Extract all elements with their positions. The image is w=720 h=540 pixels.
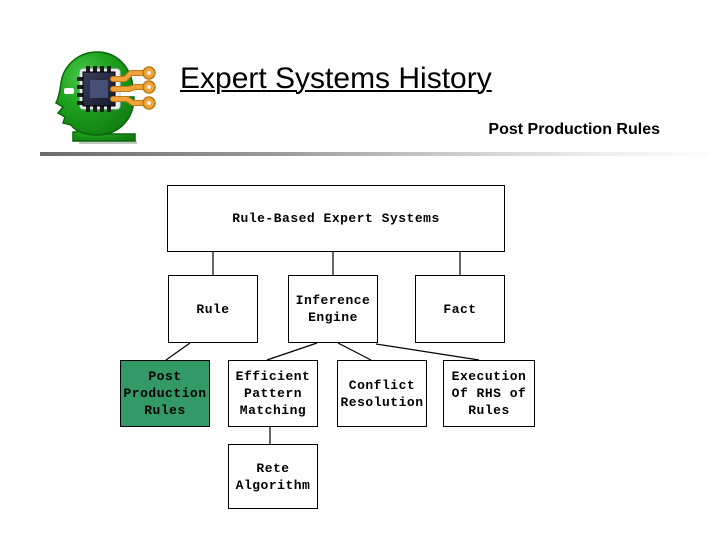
connector <box>375 343 480 361</box>
node-label: Rule-Based Expert Systems <box>232 211 440 226</box>
node-rule: Rule <box>168 275 258 343</box>
node-label: Fact <box>443 301 477 317</box>
node-execution-of-rhs-of-rules: Execution Of RHS of Rules <box>443 360 535 427</box>
circuit-head-icon <box>55 51 156 144</box>
node-post-production-rules: Post Production Rules <box>120 360 210 427</box>
header-divider <box>40 152 708 156</box>
node-label: Efficient Pattern Matching <box>235 369 311 418</box>
node-label: Conflict Resolution <box>340 377 424 410</box>
connector <box>165 342 191 361</box>
slide-title: Expert Systems History <box>180 62 492 95</box>
node-conflict-resolution: Conflict Resolution <box>337 360 427 427</box>
node-rule-based-expert-systems: Rule-Based Expert Systems <box>167 185 505 252</box>
node-rete-algorithm: Rete Algorithm <box>228 444 318 509</box>
connector <box>337 342 372 361</box>
connector <box>266 342 318 361</box>
node-inference-engine: Inference Engine <box>288 275 378 343</box>
slide-subtitle: Post Production Rules <box>488 121 660 138</box>
node-fact: Fact <box>415 275 505 343</box>
node-label: Rule <box>196 301 230 317</box>
node-label: Rete Algorithm <box>235 460 311 493</box>
node-efficient-pattern-matching: Efficient Pattern Matching <box>228 360 318 427</box>
node-label: Inference Engine <box>295 293 371 325</box>
node-label: Execution Of RHS of Rules <box>451 369 527 418</box>
node-label: Post Production Rules <box>123 369 207 418</box>
